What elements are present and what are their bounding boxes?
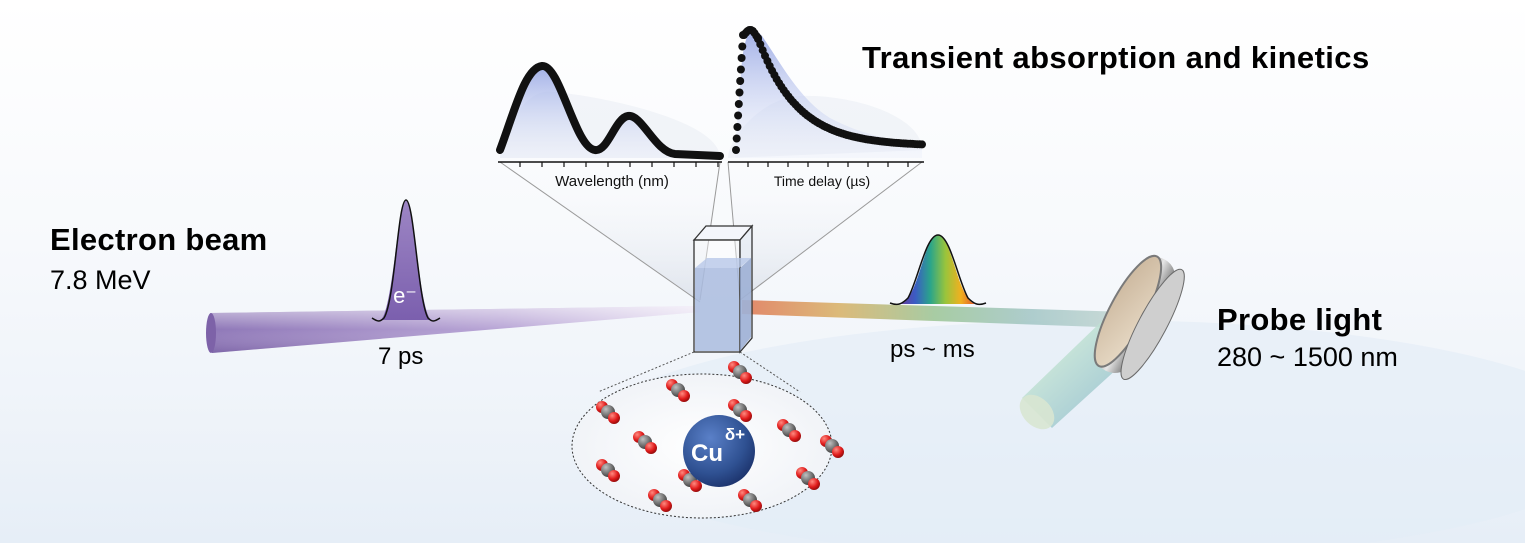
kinetics-point	[734, 111, 743, 120]
kinetics-decay-points	[732, 26, 926, 154]
kinetics-x-label: Time delay (µs)	[774, 173, 870, 189]
electron-beam-label: Electron beam	[50, 222, 268, 257]
spectrum-projection-cone	[500, 162, 720, 302]
sample-cuvette	[692, 224, 754, 354]
kinetics-point	[732, 134, 741, 143]
spectrum-panel: Wavelength (nm)	[496, 62, 724, 190]
kinetics-projection-cone	[728, 162, 922, 300]
absorption-spectrum-curve	[496, 62, 724, 160]
probe-light-label: Probe light	[1217, 302, 1383, 337]
probe-light-range: 280 ~ 1500 nm	[1217, 342, 1398, 372]
kinetics-point	[734, 100, 743, 108]
electron-pulse-width: 7 ps	[378, 343, 424, 370]
spectrum-x-label: Wavelength (nm)	[555, 173, 669, 190]
solvation-inset: Cu δ+	[571, 361, 844, 519]
kinetics-point	[735, 88, 744, 97]
kinetics-point	[736, 65, 745, 74]
probe-beam	[742, 300, 1128, 328]
kinetics-point	[738, 42, 747, 51]
spectrum-x-ticks	[519, 162, 719, 167]
kinetics-point	[737, 54, 746, 62]
kinetics-decay-fill	[735, 30, 922, 158]
cu-charge: δ+	[725, 425, 745, 444]
kinetics-point	[918, 140, 926, 149]
kinetics-point	[732, 146, 740, 154]
kinetics-panel: Time delay (µs)	[728, 26, 926, 189]
kinetics-point	[736, 77, 745, 85]
cu-ion	[683, 415, 755, 487]
diagram-title: Transient absorption and kinetics	[862, 40, 1370, 75]
mirror	[1093, 254, 1185, 381]
electron-beam-energy: 7.8 MeV	[50, 265, 151, 295]
electron-symbol: e⁻	[393, 283, 417, 308]
cu-symbol: Cu	[691, 440, 723, 467]
kinetics-point	[754, 34, 762, 42]
probe-time-scale: ps ~ ms	[890, 336, 975, 363]
electron-pulse: e⁻	[371, 199, 441, 322]
electron-beam	[206, 306, 700, 353]
probe-pulse	[889, 234, 987, 306]
absorption-spectrum-fill	[500, 65, 720, 158]
kinetics-x-ticks	[747, 162, 909, 167]
kinetics-point	[733, 123, 742, 131]
